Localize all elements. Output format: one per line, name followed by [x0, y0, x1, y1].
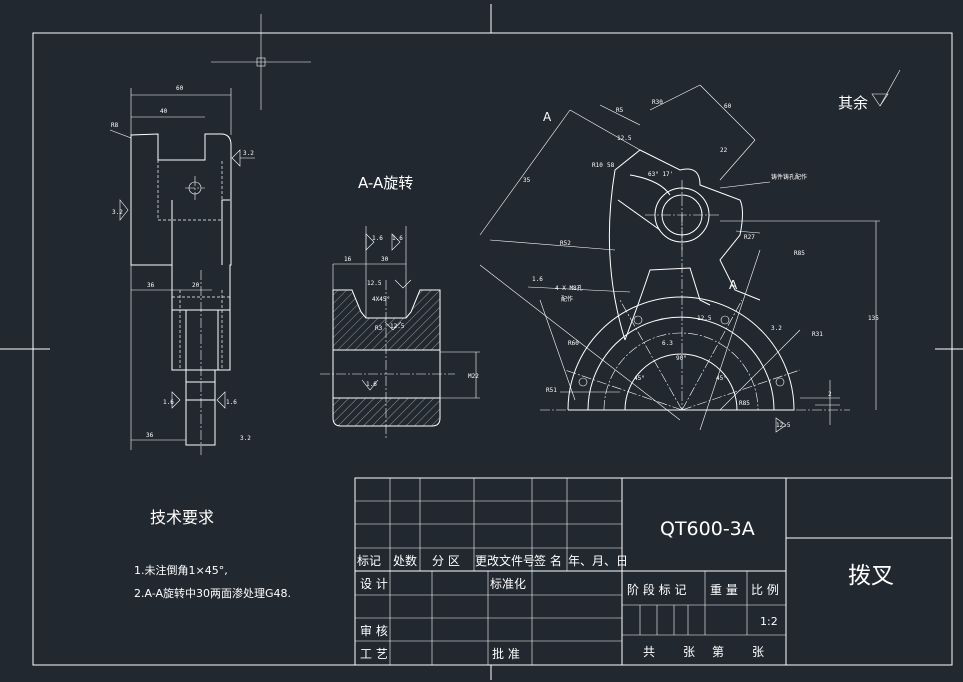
surface-note: 其余	[838, 94, 868, 112]
dim-main-r85: R85	[794, 250, 805, 257]
tb-design: 设 计	[360, 577, 388, 591]
dim-main-45b: 45°	[716, 375, 727, 382]
dim-sec-chamfer: 4X45°	[372, 296, 390, 303]
section-marker-top: A	[543, 110, 552, 124]
tb-sheets-total-label: 共	[643, 645, 655, 659]
tb-material: QT600-3A	[660, 518, 755, 540]
dim-main-2: 2	[828, 391, 832, 398]
main-view: R30 R10 R5 35 60 12.5 R52 58 22 63° 17' …	[479, 84, 880, 433]
cursor-crosshair	[211, 14, 311, 110]
tb-sheets-unit-2: 张	[752, 645, 764, 659]
dim-main-60: 60	[724, 103, 732, 110]
tech-req-item-2: 2.A-A旋转中30两面渗处理G48.	[134, 586, 291, 600]
tb-weight-header: 重 量	[710, 583, 738, 597]
center-marks	[0, 4, 963, 680]
dim-sec-12-5b: 12.5	[390, 323, 405, 330]
dim-main-1-6: 1.6	[532, 276, 543, 283]
dim-left-1-6b: 1.6	[226, 399, 237, 406]
tb-sheets-no-label: 第	[712, 645, 724, 659]
dim-main-r60: R60	[568, 340, 579, 347]
dim-main-6-3: 6.3	[662, 340, 673, 347]
tb-sheets-unit-1: 张	[683, 645, 695, 659]
dim-sec-30: 30	[381, 256, 389, 263]
dim-left-36b: 36	[146, 432, 154, 439]
dim-main-r30: R30	[652, 99, 663, 106]
dim-left-36a: 36	[147, 282, 155, 289]
dim-left-60: 60	[176, 85, 184, 92]
dim-sec-r3: R3	[375, 325, 383, 332]
rev-header-mark: 标记	[357, 554, 381, 568]
dim-main-r51: R51	[546, 387, 557, 394]
dim-left-20: 20	[192, 282, 200, 289]
dim-main-r10: R10	[592, 162, 603, 169]
tb-process: 工 艺	[360, 647, 388, 661]
dim-main-angle: 63° 17'	[648, 171, 673, 178]
title-block: 标记 处数 分 区 更改文件号 签 名 年、月、日 设 计 标准化 审 核 工 …	[354, 477, 953, 666]
dim-left-r8: R8	[111, 122, 119, 129]
rev-header-sign: 签 名	[534, 553, 562, 568]
section-view: 16 30 1.6 1.6 12.5 4X45° R3 12.5 1.6 M22	[320, 226, 480, 438]
dim-main-r31: R31	[812, 331, 823, 338]
section-marker-bottom: A	[729, 278, 738, 292]
dim-left-rough2: 3.2	[243, 150, 254, 157]
section-title: A-A旋转	[358, 174, 413, 192]
tb-approve: 批 准	[492, 646, 520, 661]
tb-part-name: 拨叉	[848, 563, 894, 589]
dim-main-90: 90°	[676, 355, 687, 362]
left-view: 60 40 R8 3.2 3.2 36 20 1.6 1.6 36 3.2	[109, 85, 255, 455]
tb-stage-header: 阶 段 标 记	[627, 582, 686, 597]
dim-main-58: 58	[607, 162, 615, 169]
dim-main-12-5: 12.5	[617, 135, 632, 142]
dim-sec-16: 16	[344, 256, 352, 263]
dim-left-3-2: 3.2	[240, 435, 251, 442]
tb-scale-header: 比 例	[751, 583, 779, 597]
dim-main-r85b: R85	[739, 400, 750, 407]
dim-main-12-5c: 12.5	[776, 422, 791, 429]
dim-main-r52: R52	[560, 240, 571, 247]
dim-left-rough1: 3.2	[112, 209, 123, 216]
dim-sec-1-6b: 1.6	[392, 235, 403, 242]
tech-req-title: 技术要求	[150, 508, 214, 527]
tb-review: 审 核	[360, 623, 388, 638]
dim-main-45a: 45°	[634, 375, 645, 382]
dim-sec-m22: M22	[468, 373, 479, 380]
dim-left-1-6a: 1.6	[163, 399, 174, 406]
tb-standardize: 标准化	[490, 577, 526, 591]
dim-sec-12-5a: 12.5	[367, 280, 382, 287]
surface-symbol	[871, 69, 901, 107]
dim-main-12-5b: 12.5	[697, 315, 712, 322]
dim-main-holes: 4 X M8孔	[555, 284, 583, 292]
dim-main-35: 35	[523, 177, 531, 184]
dim-main-135: 135	[868, 315, 879, 322]
dim-main-r27: R27	[744, 234, 755, 241]
dim-sec-1-6a: 1.6	[372, 235, 383, 242]
rev-header-date: 年、月、日	[568, 554, 628, 568]
dim-main-cast-note: 铸件铸孔配作	[771, 173, 807, 181]
dim-main-r5: R5	[616, 107, 624, 114]
rev-header-zone: 分 区	[432, 554, 460, 568]
rev-header-doc: 更改文件号	[475, 553, 535, 568]
dim-sec-1-6c: 1.6	[366, 381, 377, 388]
tb-scale-value: 1:2	[760, 615, 778, 628]
dim-main-22: 22	[720, 147, 728, 154]
rev-header-count: 处数	[393, 553, 417, 568]
dim-left-40: 40	[160, 108, 168, 115]
dim-main-match: 配作	[561, 295, 573, 303]
tech-req-item-1: 1.未注倒角1×45°,	[134, 563, 228, 577]
dim-main-3-2: 3.2	[771, 325, 782, 332]
